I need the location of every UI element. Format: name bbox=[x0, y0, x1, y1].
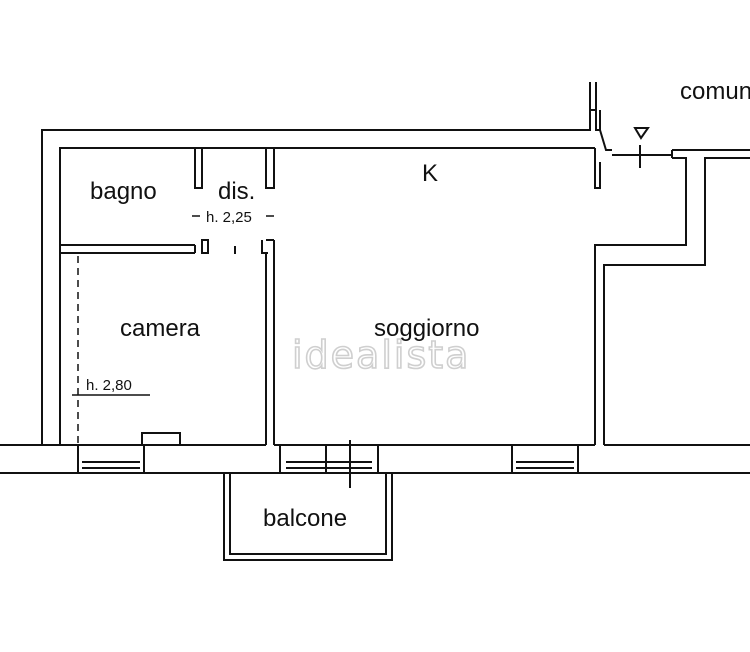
room-label-dis: dis. bbox=[218, 178, 255, 205]
room-label-balcone: balcone bbox=[263, 505, 347, 532]
room-label-common: comun bbox=[680, 78, 750, 105]
watermark: idealista bbox=[292, 333, 470, 377]
room-label-bagno: bagno bbox=[90, 178, 157, 205]
window-soggiorno-left bbox=[279, 440, 379, 488]
room-label-camera: camera bbox=[120, 315, 201, 342]
window-camera bbox=[77, 444, 145, 474]
window-soggiorno-right bbox=[511, 444, 579, 474]
height-label-dis: h. 2,25 bbox=[206, 209, 252, 226]
entrance-walls bbox=[589, 82, 750, 445]
outer-wall bbox=[0, 109, 750, 474]
height-label-camera: h. 2,80 bbox=[86, 377, 132, 394]
radiator bbox=[141, 432, 181, 446]
room-label-kitchen: K bbox=[422, 160, 438, 187]
room-label-soggiorno: soggiorno bbox=[374, 315, 479, 342]
interior-walls bbox=[60, 148, 275, 445]
balcony bbox=[223, 473, 393, 561]
